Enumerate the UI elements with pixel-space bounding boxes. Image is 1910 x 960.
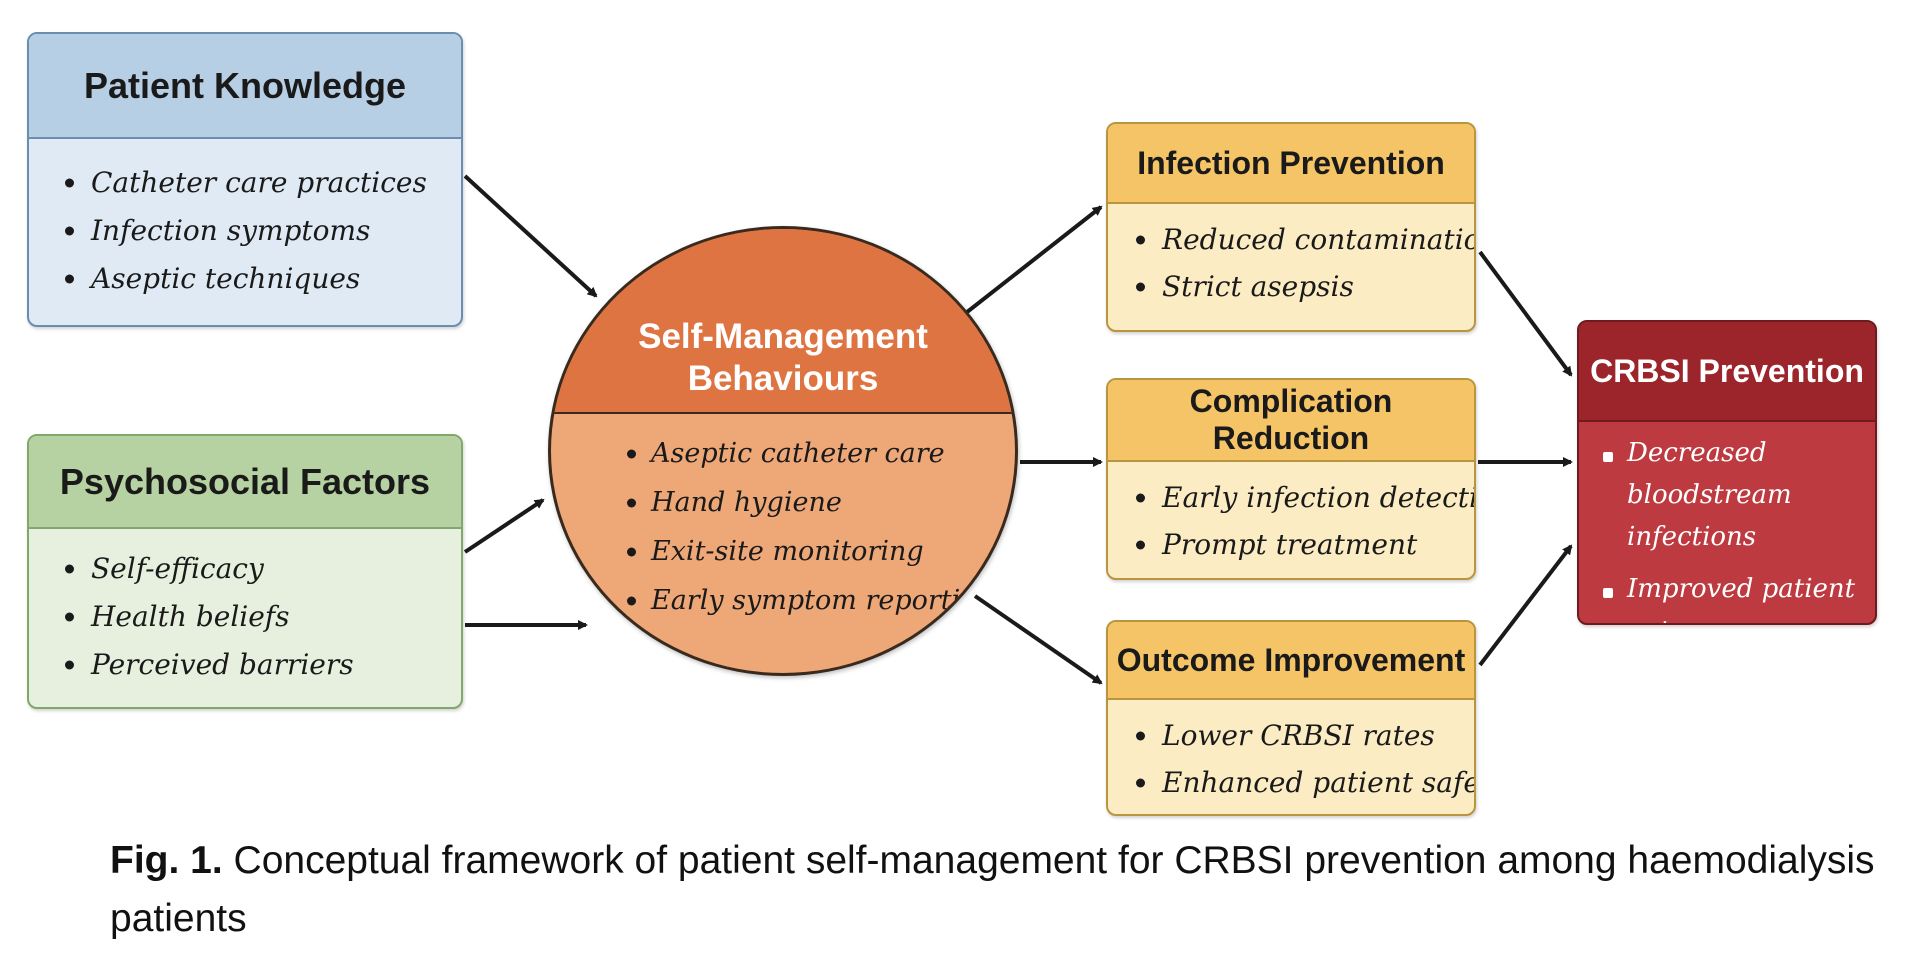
patient-knowledge-title: Patient Knowledge [29,34,461,139]
list-item: Reduced contamination [1132,216,1474,263]
outcome-improvement-box: Outcome Improvement Lower CRBSI rates En… [1106,620,1476,816]
patient-knowledge-list: Catheter care practices Infection sympto… [29,139,461,303]
infection-prevention-list: Reduced contamination Strict asepsis [1108,204,1474,310]
complication-reduction-box: Complication Reduction Early infection d… [1106,378,1476,580]
list-item: Aseptic catheter care [623,429,995,478]
list-item: Health beliefs [61,593,461,641]
psychosocial-factors-title: Psychosocial Factors [29,436,461,529]
self-management-title: Self-Management Behaviours [551,229,1015,414]
list-item: Exit-site monitoring [623,527,995,576]
list-item: Strict asepsis [1132,263,1474,310]
list-item: Catheter care practices [61,159,461,207]
complication-reduction-list: Early infection detection Prompt treatme… [1108,462,1474,568]
figure-label: Fig. 1. [110,839,223,882]
figure-caption: Fig. 1. Conceptual framework of patient … [110,832,1890,948]
arrow-outcome-improvement-to-crbsi [1478,544,1573,667]
crbsi-prevention-title: CRBSI Prevention [1579,322,1875,422]
list-item: Prompt treatment [1132,521,1474,568]
crbsi-prevention-list: Decreased bloodstream infections Improve… [1579,422,1875,623]
psychosocial-factors-list: Self-efficacy Health beliefs Perceived b… [29,529,461,689]
list-item: Lower CRBSI rates [1132,712,1474,759]
list-item: Infection symptoms [61,207,461,255]
outcome-improvement-list: Lower CRBSI rates Enhanced patient safet… [1108,700,1474,806]
complication-reduction-title: Complication Reduction [1108,380,1474,462]
list-item: Early infection detection [1132,474,1474,521]
list-item: Improved patient outcomes [1599,568,1875,623]
list-item: Decreased bloodstream infections [1599,432,1875,558]
crbsi-prevention-box: CRBSI Prevention Decreased bloodstream i… [1577,320,1877,625]
self-management-ellipse: Self-Management Behaviours Aseptic cathe… [548,226,1018,676]
figure-caption-text: Conceptual framework of patient self-man… [110,839,1875,940]
infection-prevention-box: Infection Prevention Reduced contaminati… [1106,122,1476,332]
psychosocial-factors-box: Psychosocial Factors Self-efficacy Healt… [27,434,463,709]
arrow-psychosocial-to-self-management-upper [463,498,545,554]
patient-knowledge-box: Patient Knowledge Catheter care practice… [27,32,463,327]
list-item: Enhanced patient safety [1132,759,1474,806]
list-item: Early symptom reporting [623,576,995,625]
arrow-infection-prevention-to-crbsi [1478,250,1573,377]
list-item: Self-efficacy [61,545,461,593]
list-item: Aseptic techniques [61,255,461,303]
outcome-improvement-title: Outcome Improvement [1108,622,1474,700]
infection-prevention-title: Infection Prevention [1108,124,1474,204]
self-management-list: Aseptic catheter care Hand hygiene Exit-… [623,429,995,625]
list-item: Hand hygiene [623,478,995,527]
list-item: Perceived barriers [61,641,461,689]
